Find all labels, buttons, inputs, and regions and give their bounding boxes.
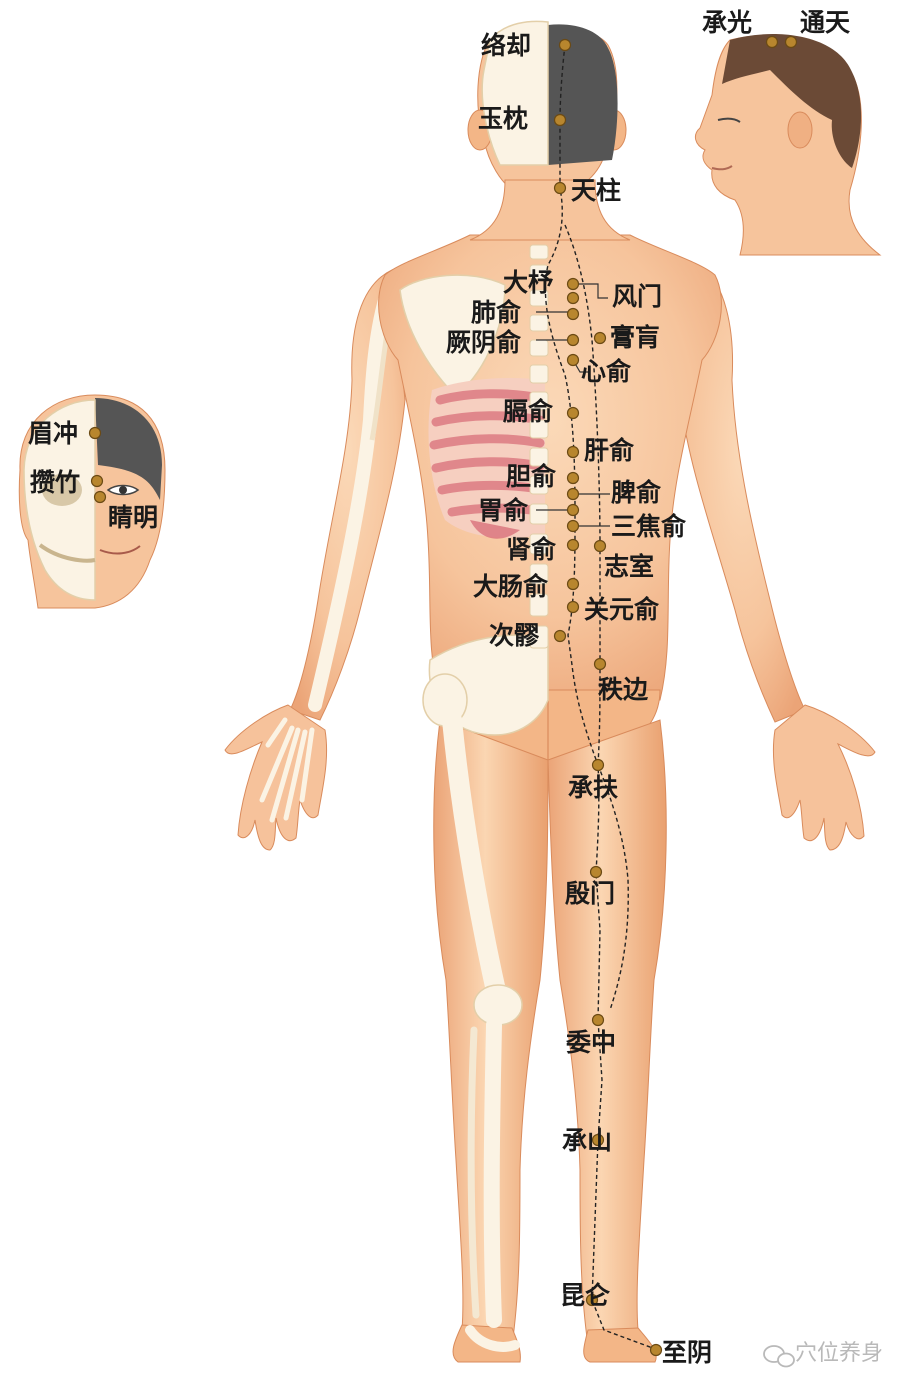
acupoint-sanjiaoshu: [568, 521, 579, 532]
label-zhibian: 秩边: [598, 677, 648, 702]
label-gaohuang: 膏肓: [610, 325, 660, 350]
label-guanyuanshu: 关元俞: [584, 597, 659, 622]
label-pishu: 脾俞: [611, 480, 661, 505]
acupoint-gaohuang: [595, 333, 606, 344]
acupoint-zhibian: [595, 659, 606, 670]
label-weishu: 胃俞: [478, 498, 528, 523]
label-jingming: 睛明: [108, 505, 158, 530]
label-fengmen: 风门: [612, 284, 662, 309]
acupoint-yinmen: [591, 867, 602, 878]
label-yinmen: 殷门: [565, 881, 615, 906]
label-feishu: 肺俞: [471, 300, 521, 325]
label-jueyinshu: 厥阴俞: [446, 330, 521, 355]
label-shenshu: 肾俞: [506, 537, 556, 562]
label-danshu: 胆俞: [506, 464, 556, 489]
label-ciliao: 次髎: [489, 623, 539, 648]
label-chengshan: 承山: [562, 1128, 612, 1153]
label-tianzhu: 天柱: [571, 178, 621, 203]
acupoint-ciliao: [555, 631, 566, 642]
label-ganshu: 肝俞: [584, 438, 634, 463]
acupoint-tongtian: [786, 37, 797, 48]
acupoint-danshu: [568, 473, 579, 484]
acupoint-chengguang: [767, 37, 778, 48]
label-zhiyin: 至阴: [662, 1340, 712, 1365]
wechat-icon: [764, 1346, 794, 1367]
label-kunlun: 昆仑: [560, 1283, 610, 1308]
acupoint-tianzhu: [555, 183, 566, 194]
watermark-text: 穴位养身: [795, 1343, 883, 1365]
label-sanjiaoshu: 三焦俞: [611, 514, 686, 539]
acupoint-weishu: [568, 505, 579, 516]
acupoint-weizhong: [593, 1015, 604, 1026]
label-dachangshu: 大肠俞: [473, 574, 548, 599]
acupoint-xinshu: [568, 355, 579, 366]
acupoint-pishu: [568, 489, 579, 500]
label-dazhu: 大杼: [503, 270, 553, 295]
acupoint-zhishi: [595, 541, 606, 552]
acupoint-ganshu: [568, 447, 579, 458]
acupoint-shenshu: [568, 540, 579, 551]
label-chengfu: 承扶: [568, 775, 618, 800]
acupoint-luoque: [560, 40, 571, 51]
label-cuanzhu: 攒竹: [30, 470, 80, 495]
acupoint-feishu: [568, 309, 579, 320]
acupoint-dachangshu: [568, 579, 579, 590]
acupoint-jingming: [95, 492, 106, 503]
acupoint-zhiyin: [651, 1345, 662, 1356]
label-meichong: 眉冲: [28, 421, 78, 446]
label-tongtian: 通天: [800, 10, 850, 35]
right-hand: [773, 705, 875, 850]
acupoint-dazhu: [568, 279, 579, 290]
label-chengguang: 承光: [702, 10, 752, 35]
label-geshu: 膈俞: [503, 399, 553, 424]
acupoint-fengmen: [568, 293, 579, 304]
side-head-inset: [695, 34, 880, 255]
acupoint-chengfu: [593, 760, 604, 771]
acupoint-cuanzhu: [92, 476, 103, 487]
acupoint-guanyuanshu: [568, 602, 579, 613]
acupoint-yuzhen: [555, 115, 566, 126]
label-zhishi: 志室: [604, 554, 654, 579]
left-hand: [225, 705, 327, 850]
label-xinshu: 心俞: [581, 359, 631, 384]
label-luoque: 络却: [481, 33, 531, 58]
acupoint-geshu: [568, 408, 579, 419]
acupoint-jueyinshu: [568, 335, 579, 346]
right-foot: [584, 1328, 656, 1362]
label-weizhong: 委中: [566, 1030, 616, 1055]
acupoint-meichong: [90, 428, 101, 439]
label-yuzhen: 玉枕: [478, 106, 528, 131]
